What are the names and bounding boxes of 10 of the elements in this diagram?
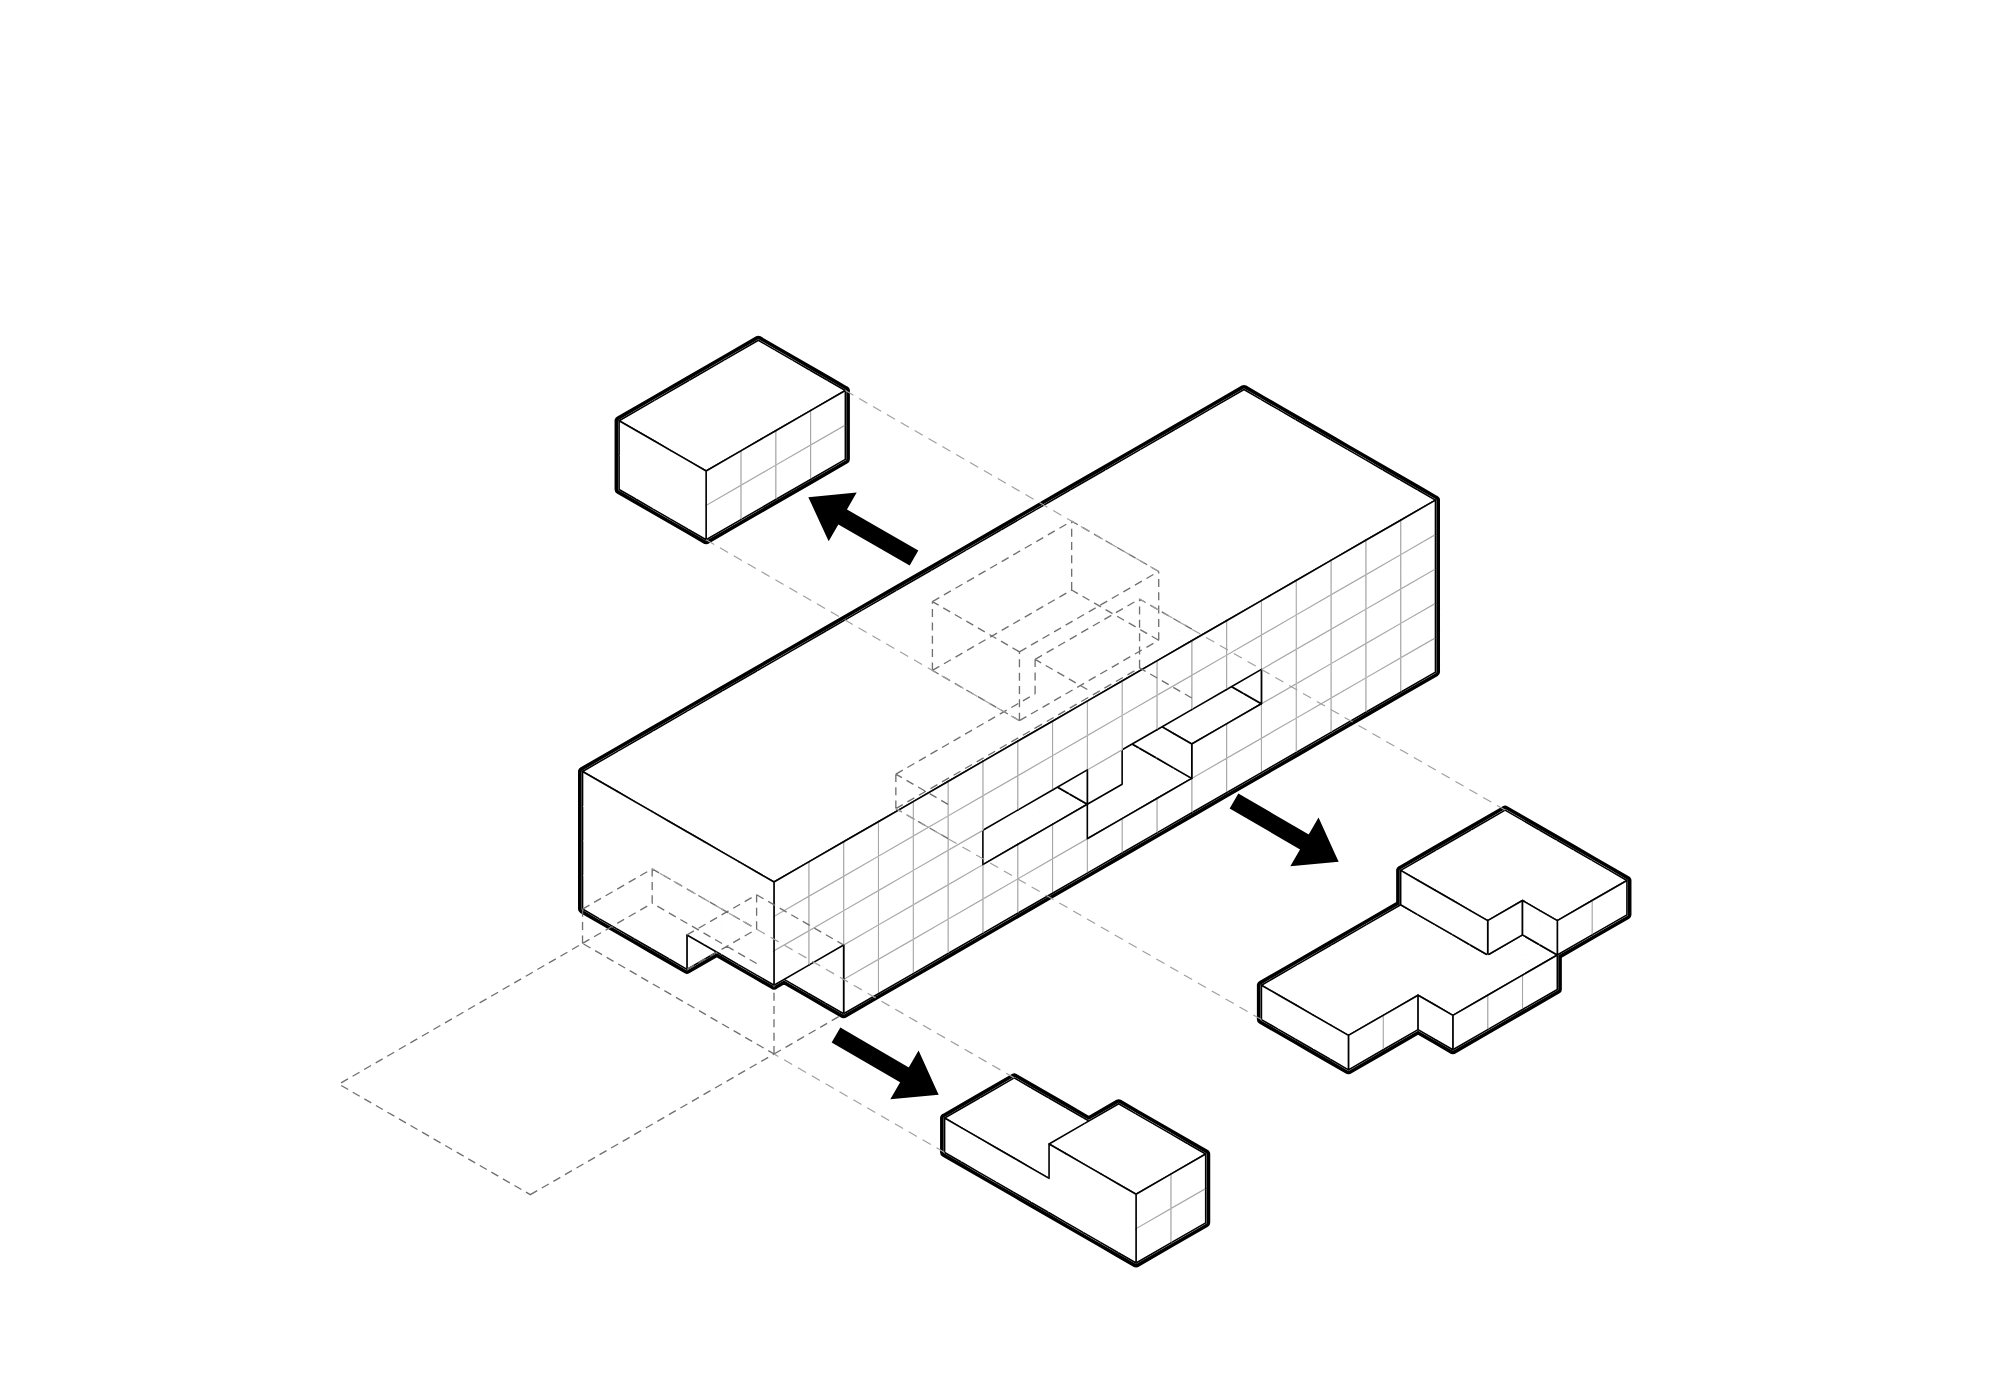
- building-block: [1256, 805, 1632, 1075]
- building-block: [578, 385, 1441, 1019]
- projection-line: [705, 539, 1021, 722]
- projection-line: [895, 807, 1262, 1021]
- projection-line: [773, 1053, 946, 1154]
- projection-line: [1138, 598, 1506, 811]
- projection-line: [651, 868, 1015, 1079]
- building-block: [614, 335, 850, 545]
- building-block: [940, 1073, 1211, 1268]
- projection-line: [844, 389, 1160, 573]
